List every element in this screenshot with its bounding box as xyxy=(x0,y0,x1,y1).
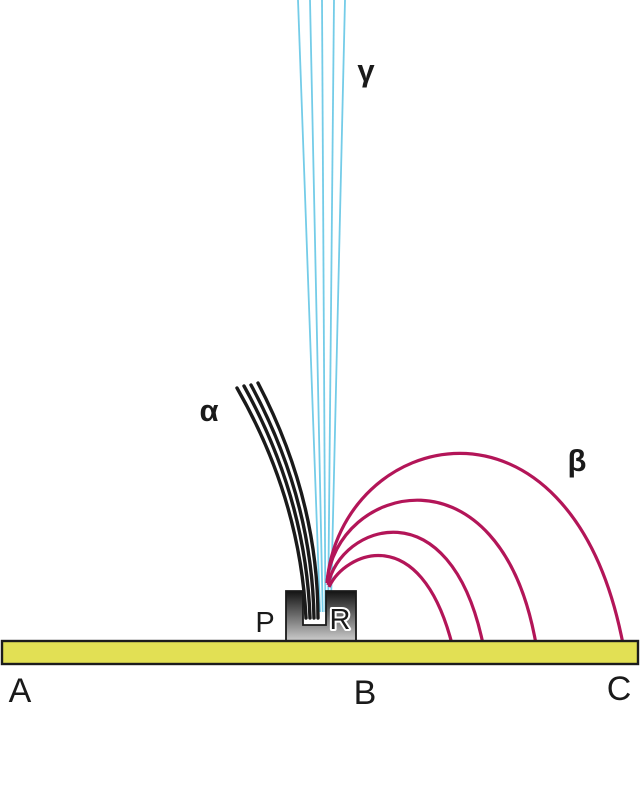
lead-container-block xyxy=(285,590,357,642)
gamma-ray-beam xyxy=(297,0,346,613)
alpha-ray-beam xyxy=(235,381,320,620)
alpha-ray-curve xyxy=(242,384,312,620)
gamma-ray-line xyxy=(321,0,327,613)
beta-ray-arc xyxy=(325,498,538,645)
radioactive-source-label: R xyxy=(330,604,351,636)
beta-ray-arc xyxy=(327,553,454,645)
alpha-ray-curve xyxy=(256,381,320,620)
gamma-ray-line xyxy=(329,0,346,613)
lead-container-label: P xyxy=(255,607,274,639)
gamma-ray-line xyxy=(297,0,321,613)
alpha-ray-label: α xyxy=(199,393,218,428)
plate-point-a-label: A xyxy=(9,672,32,710)
beta-ray-arc xyxy=(326,530,485,645)
plate-point-b-label: B xyxy=(354,674,377,712)
gamma-ray-line xyxy=(327,0,335,613)
alpha-ray-curve xyxy=(249,383,316,620)
gamma-ray-line xyxy=(309,0,324,613)
plate-point-c-label: C xyxy=(607,670,632,708)
beta-ray-beam xyxy=(325,451,625,645)
alpha-ray-curve xyxy=(235,386,308,620)
beta-ray-arc xyxy=(325,451,625,645)
beta-ray-label: β xyxy=(568,443,587,478)
photographic-plate xyxy=(0,639,640,666)
gamma-ray-label: γ xyxy=(357,53,375,88)
